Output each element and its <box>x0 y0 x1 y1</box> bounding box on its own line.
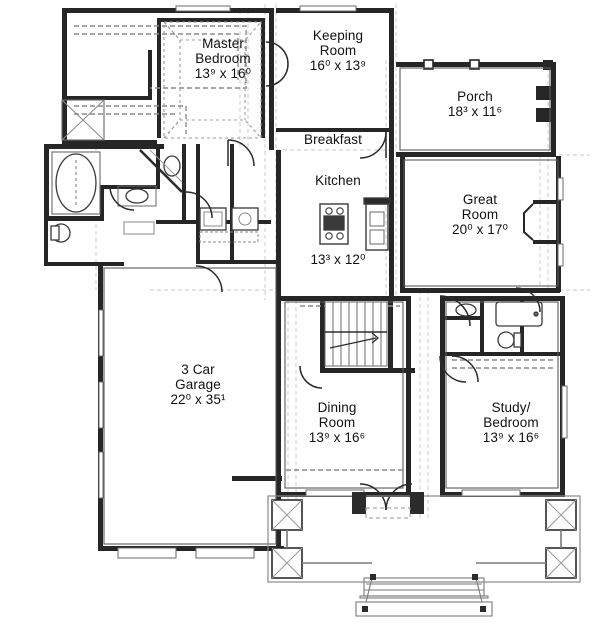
stairs <box>324 301 388 367</box>
front-porch <box>267 495 581 617</box>
tray-ceiling-outline <box>163 21 262 139</box>
door-swings <box>109 41 541 511</box>
secondary-lines <box>103 67 559 545</box>
stair-direction-arrow <box>329 332 380 349</box>
plumbing-fixtures <box>50 99 543 349</box>
front-entry <box>352 492 424 519</box>
corner-column <box>271 499 577 579</box>
entry-steps <box>355 577 493 617</box>
